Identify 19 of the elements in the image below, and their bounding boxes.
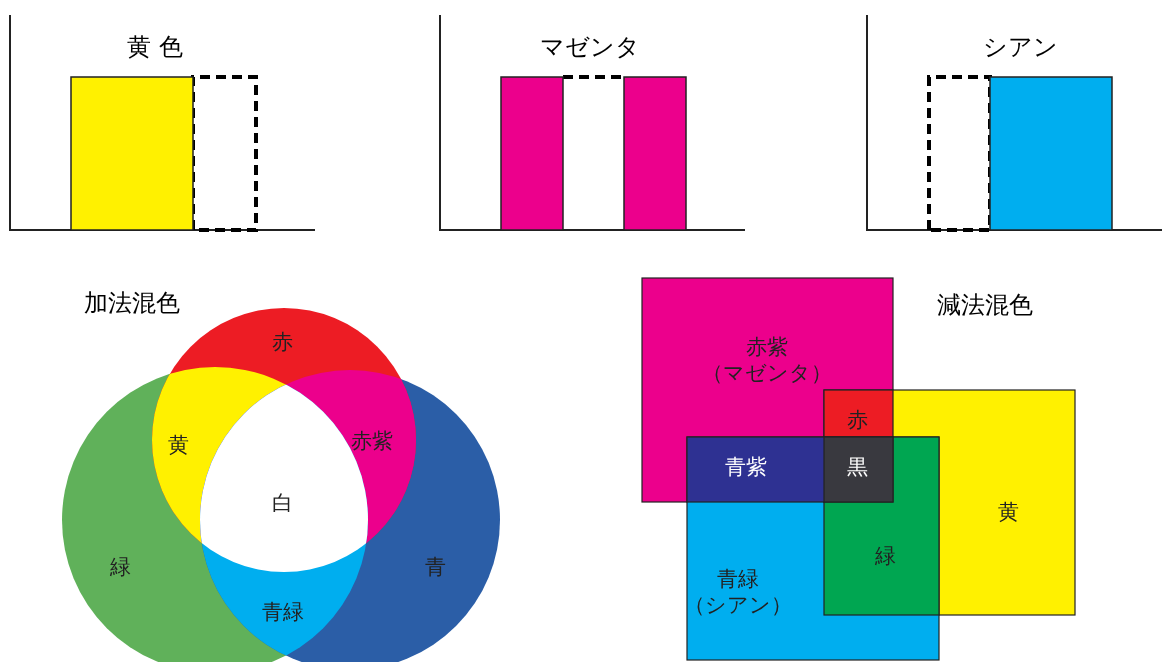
region-label: 赤紫 [351, 427, 393, 455]
chart-title: シアン [982, 32, 1058, 62]
region-label: 黄 [997, 498, 1019, 526]
heading: 減法混色 [937, 290, 1033, 320]
region-label: 黒 [846, 453, 868, 481]
region-label: 青 [424, 553, 446, 581]
region-label: 緑 [109, 553, 131, 581]
chart-title: マゼンタ [540, 32, 640, 62]
region-label: 青緑（シアン） [683, 565, 793, 619]
region-label: 赤 [846, 406, 868, 434]
region-label: 緑 [874, 542, 896, 570]
region-label: 白 [271, 489, 293, 517]
region-label: 黄 [167, 431, 189, 459]
region-label: 青紫 [725, 453, 767, 481]
region-label: 青緑 [262, 598, 304, 626]
heading: 加法混色 [84, 288, 180, 318]
region-label: 赤 [271, 328, 293, 356]
region-label: 赤紫（マゼンタ） [702, 333, 832, 387]
chart-title: 黄 色 [127, 32, 183, 62]
